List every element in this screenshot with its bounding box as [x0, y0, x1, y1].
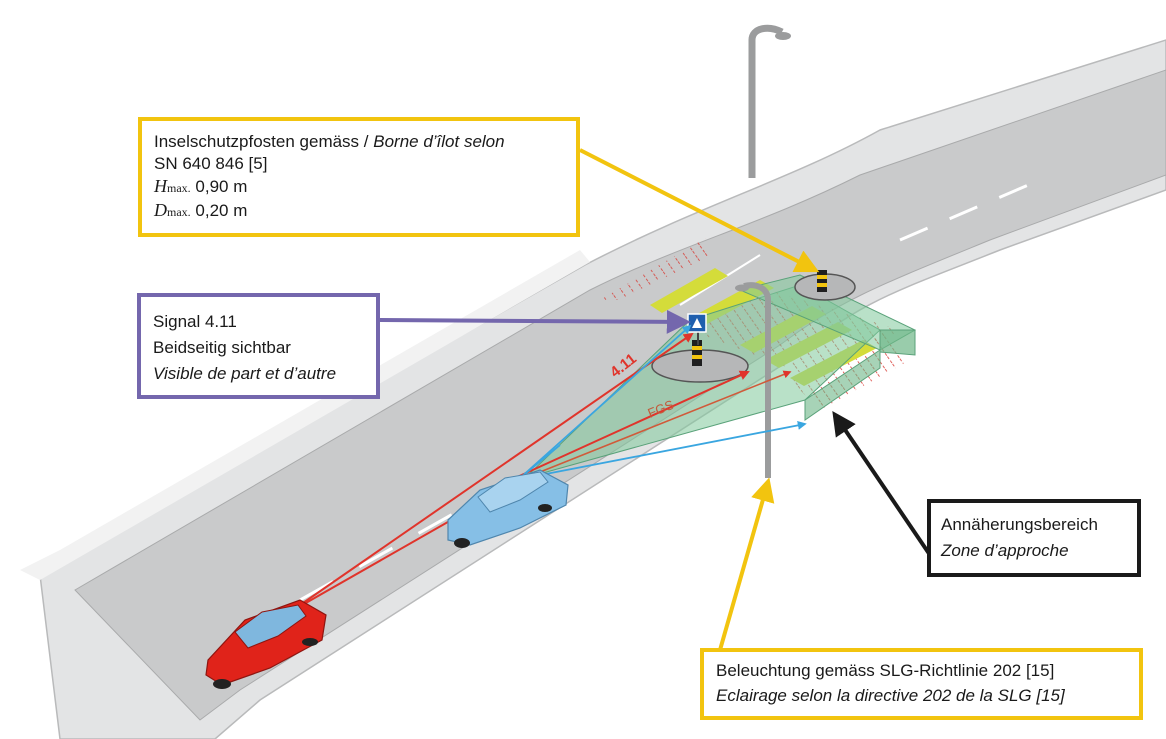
- lighting-de: Beleuchtung gemäss SLG-Richtlinie 202 [1…: [716, 661, 1055, 680]
- island-posts-norm: SN 640 846 [5]: [154, 154, 268, 173]
- callout-island-posts: Inselschutzpfosten gemäss / Borne d’îlot…: [138, 117, 580, 237]
- street-lamp-far: [748, 24, 791, 178]
- car-blue: [447, 469, 569, 548]
- lighting-fr: Eclairage selon la directive 202 de la S…: [716, 686, 1065, 705]
- callout-arrows: [379, 148, 932, 651]
- approach-zone-fr: Zone d’approche: [941, 541, 1069, 560]
- car-red: [205, 599, 327, 689]
- callout-signal: Signal 4.11 Beidseitig sichtbar Visible …: [137, 293, 380, 399]
- signal-visibility-de: Beidseitig sichtbar: [153, 338, 291, 357]
- height-subscript: max.: [167, 181, 191, 195]
- traffic-island-near: [651, 340, 749, 383]
- island-posts-height: Hmax. 0,90 m: [154, 175, 564, 199]
- island-posts-label-de: Inselschutzpfosten gemäss /: [154, 132, 374, 151]
- approach-zone-de: Annäherungsbereich: [941, 515, 1098, 534]
- island-posts-label-fr: Borne d’îlot selon: [373, 132, 505, 151]
- traffic-island-far: [794, 270, 856, 301]
- sight-lines: [289, 324, 807, 613]
- signal-visibility-fr: Visible de part et d’autre: [153, 364, 337, 383]
- callout-approach-zone: Annäherungsbereich Zone d’approche: [927, 499, 1141, 577]
- height-symbol: H: [154, 176, 167, 196]
- signal-title: Signal 4.11: [153, 312, 237, 331]
- diameter-subscript: max.: [167, 205, 191, 219]
- height-value: 0,90 m: [195, 177, 248, 196]
- diameter-symbol: D: [154, 200, 167, 220]
- diameter-value: 0,20 m: [195, 201, 248, 220]
- island-posts-diameter: Dmax. 0,20 m: [154, 199, 564, 223]
- street-lamp-near: [735, 282, 771, 478]
- callout-lighting: Beleuchtung gemäss SLG-Richtlinie 202 [1…: [700, 648, 1143, 720]
